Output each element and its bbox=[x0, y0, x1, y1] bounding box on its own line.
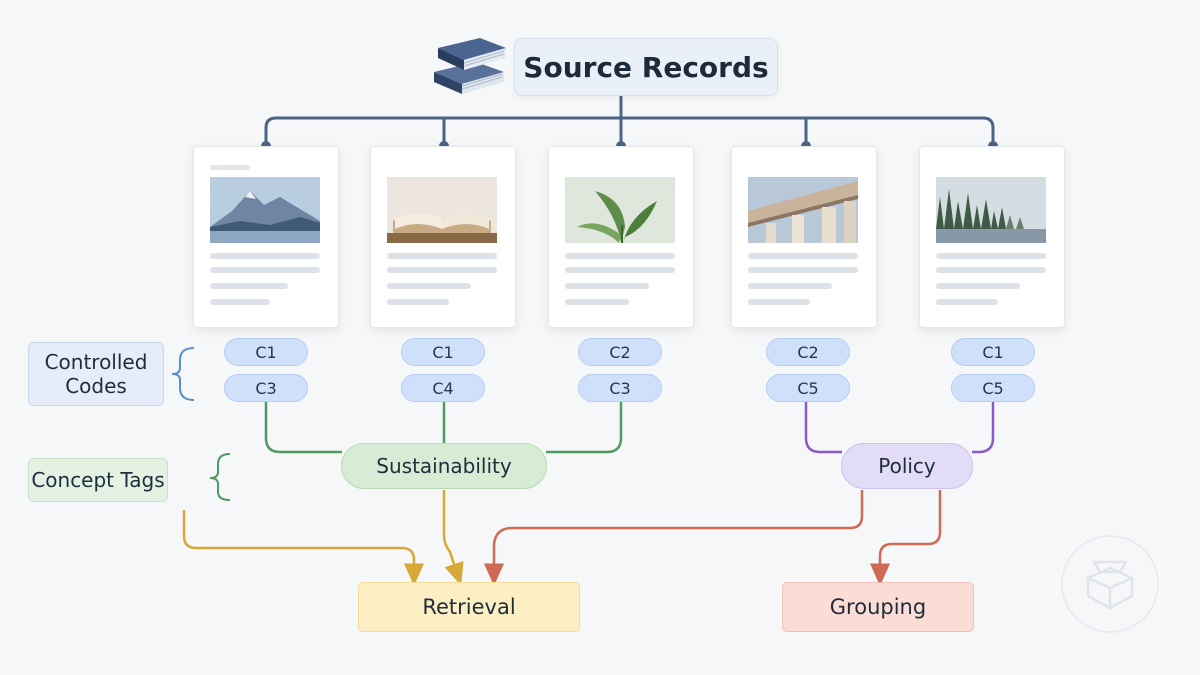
code-pill: C2 bbox=[578, 338, 662, 366]
retrieval-label: Retrieval bbox=[422, 595, 516, 619]
card-text-line bbox=[565, 267, 675, 273]
source-record-card-2 bbox=[370, 146, 516, 328]
code-pill: C3 bbox=[224, 374, 308, 402]
code-pill: C5 bbox=[766, 374, 850, 402]
policy-label: Policy bbox=[878, 454, 936, 478]
code-pill: C1 bbox=[224, 338, 308, 366]
source-record-card-4 bbox=[731, 146, 877, 328]
card-text-line bbox=[565, 253, 675, 259]
controlled-codes-text: Controlled Codes bbox=[44, 350, 148, 398]
retrieval-box: Retrieval bbox=[358, 582, 580, 632]
policy-concept: Policy bbox=[841, 443, 973, 489]
sustainability-concept: Sustainability bbox=[341, 443, 547, 489]
green-leaves-image bbox=[565, 177, 675, 243]
code-pill: C2 bbox=[766, 338, 850, 366]
source-record-card-5 bbox=[919, 146, 1065, 328]
diagram-title: Source Records bbox=[523, 50, 769, 84]
card-text-line bbox=[210, 283, 288, 289]
card-text-line bbox=[387, 267, 497, 273]
source-record-card-1 bbox=[193, 146, 339, 328]
brackets bbox=[171, 347, 195, 401]
card-text-line bbox=[936, 253, 1046, 259]
classical-columns-image bbox=[748, 177, 858, 243]
card-text-line bbox=[936, 267, 1046, 273]
card-text-line bbox=[936, 283, 1020, 289]
tag-bracket bbox=[209, 453, 231, 501]
grouping-box: Grouping bbox=[782, 582, 974, 632]
card-text-line bbox=[387, 299, 449, 305]
code-pill: C4 bbox=[401, 374, 485, 402]
forest-lake-image bbox=[936, 177, 1046, 243]
card-text-line bbox=[936, 299, 998, 305]
card-text-line bbox=[210, 299, 270, 305]
card-text-line bbox=[748, 253, 858, 259]
card-text-line bbox=[565, 299, 629, 305]
watermark-logo-icon bbox=[1061, 535, 1159, 633]
grouping-label: Grouping bbox=[829, 595, 927, 619]
tree-lines bbox=[264, 96, 995, 146]
books-icon bbox=[434, 38, 506, 94]
code-pill: C3 bbox=[578, 374, 662, 402]
card-text-line bbox=[387, 253, 497, 259]
card-text-line bbox=[748, 267, 858, 273]
code-pill: C1 bbox=[401, 338, 485, 366]
open-book-image bbox=[387, 177, 497, 243]
sustainability-label: Sustainability bbox=[376, 454, 512, 478]
grouping-arrows bbox=[484, 490, 942, 586]
card-text-line bbox=[748, 299, 810, 305]
mountain-lake-image bbox=[210, 177, 320, 243]
retrieval-arrows bbox=[182, 490, 464, 586]
card-text-line bbox=[565, 283, 649, 289]
card-text-line bbox=[210, 267, 320, 273]
concept-tags-label: Concept Tags bbox=[28, 458, 168, 502]
controlled-codes-label: Controlled Codes bbox=[28, 342, 164, 406]
concept-tags-text: Concept Tags bbox=[31, 468, 165, 492]
card-text-line bbox=[748, 283, 832, 289]
title-box: Source Records bbox=[514, 38, 778, 96]
code-pill: C5 bbox=[951, 374, 1035, 402]
card-text-line bbox=[387, 283, 471, 289]
card-header-line bbox=[210, 165, 250, 170]
card-text-line bbox=[210, 253, 320, 259]
code-pill: C1 bbox=[951, 338, 1035, 366]
source-record-card-3 bbox=[548, 146, 694, 328]
